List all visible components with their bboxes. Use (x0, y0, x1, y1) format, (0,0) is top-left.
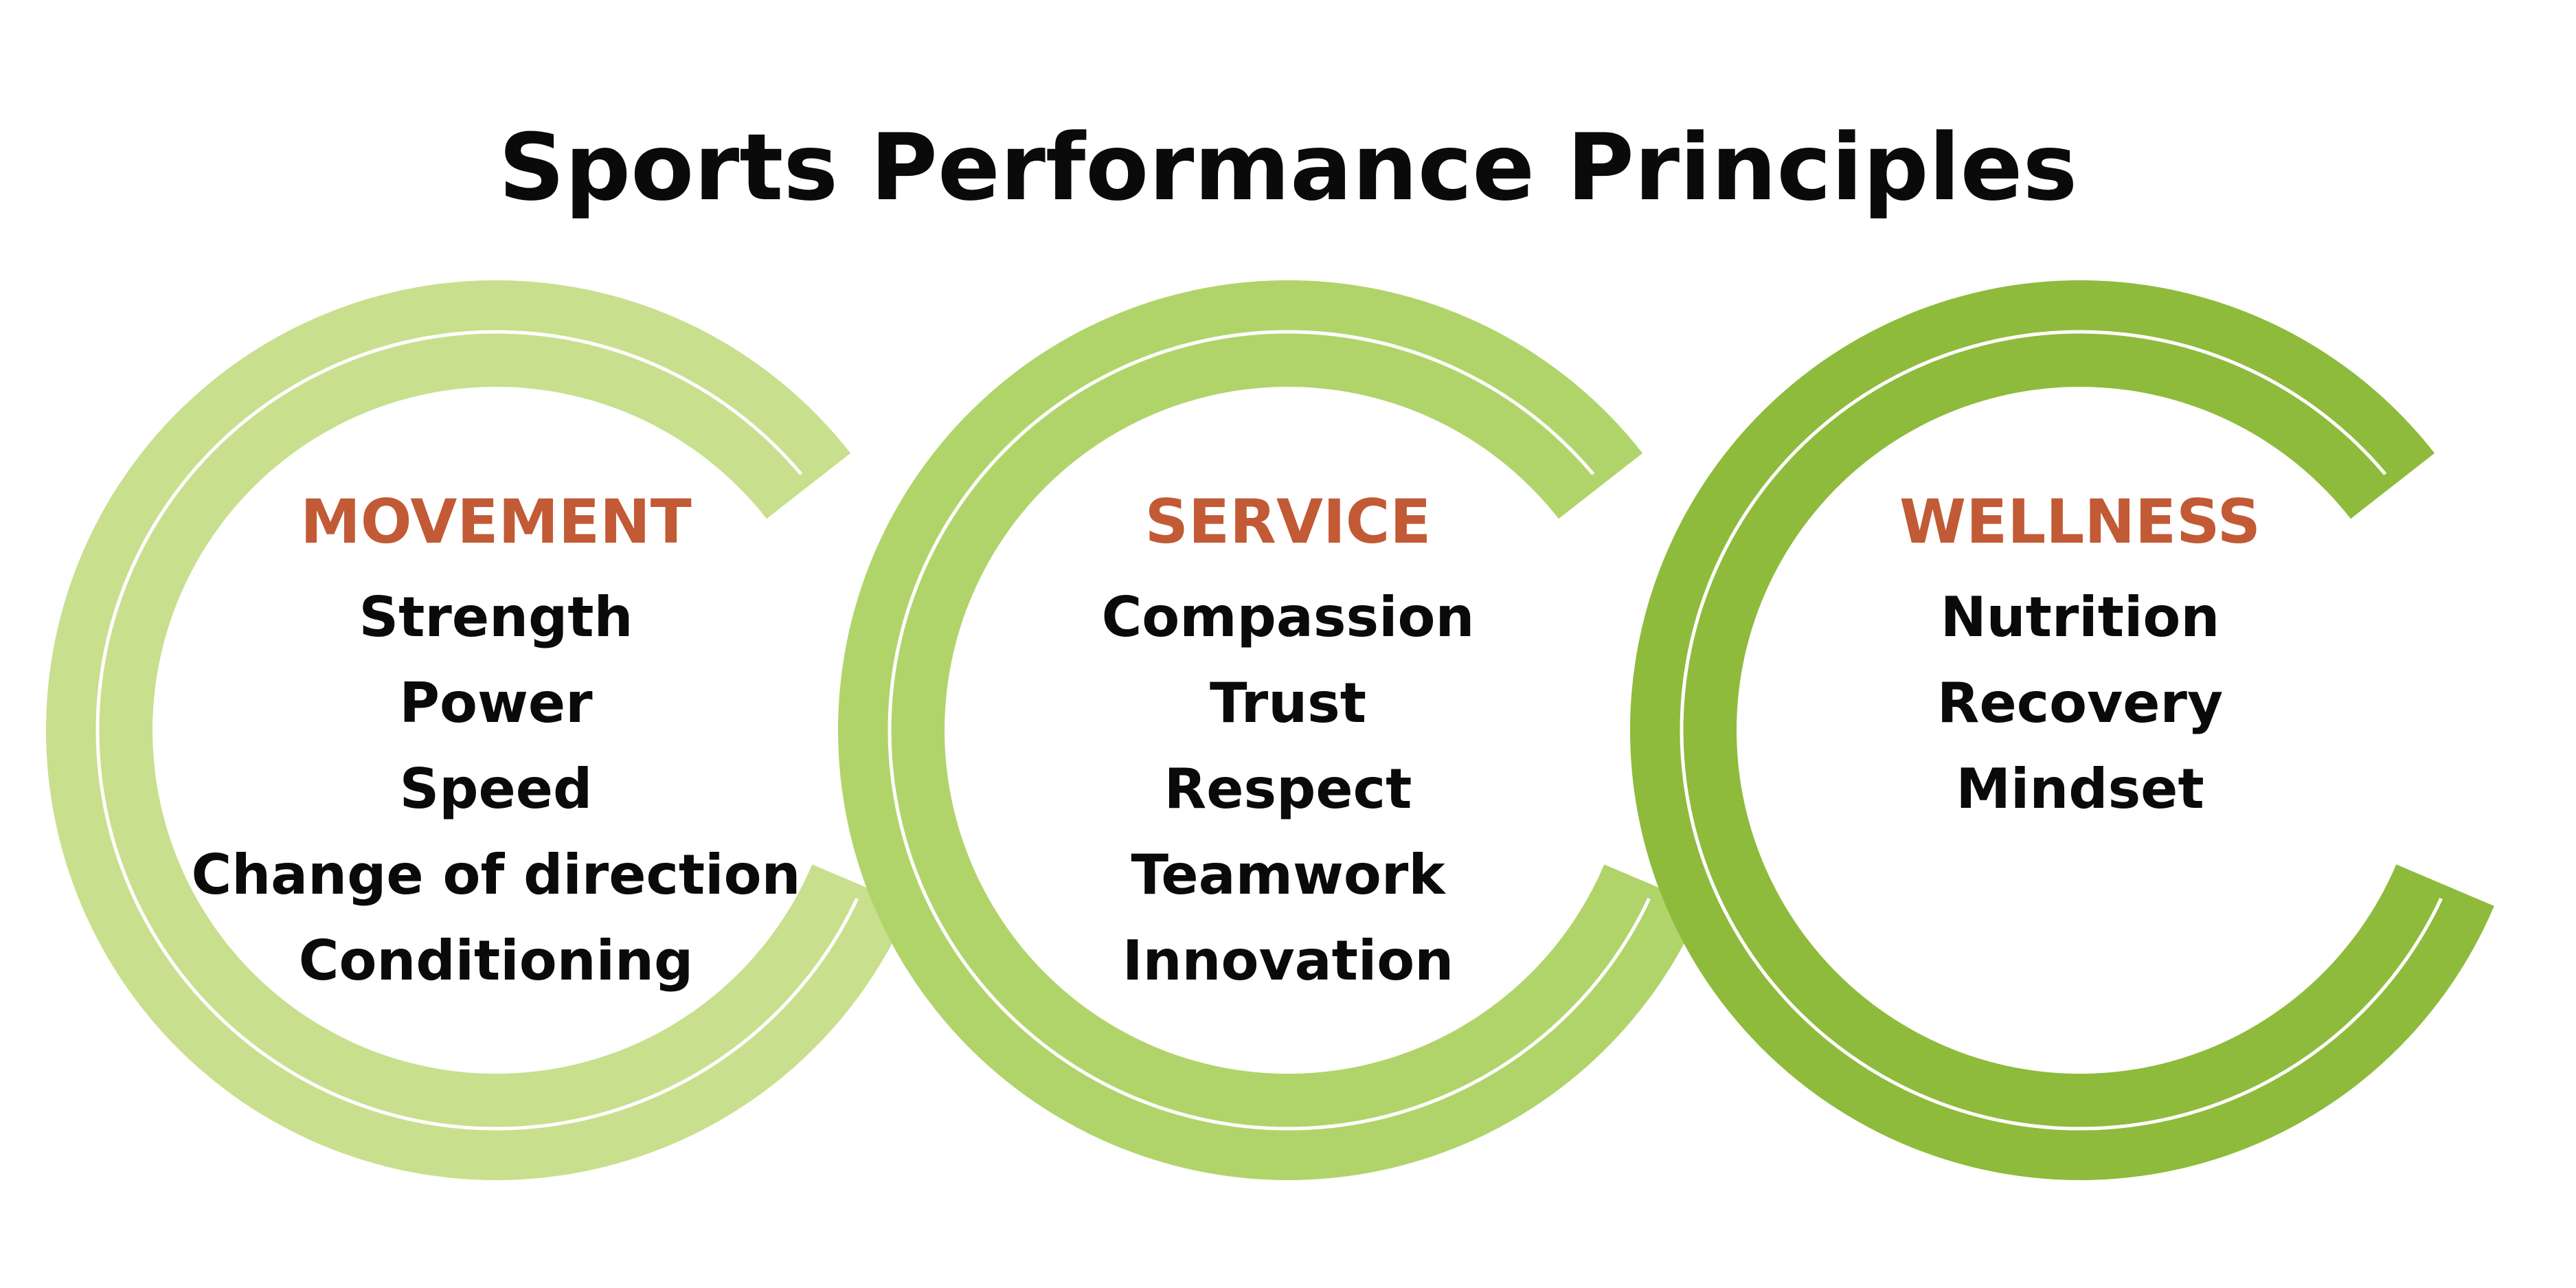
movement-heading: MOVEMENT (300, 486, 692, 557)
wellness-ring-divider (1680, 330, 2443, 1131)
diagram-title: Sports Performance Principles (499, 114, 2078, 221)
movement-item: Conditioning (299, 929, 694, 993)
service-item: Compassion (1102, 585, 1475, 649)
service-item: Respect (1164, 757, 1412, 821)
service-ring-divider (888, 330, 1651, 1131)
wellness-heading: WELLNESS (1899, 486, 2261, 557)
rings-layer (45, 280, 2494, 1180)
movement-item: Speed (400, 757, 593, 821)
service-item: Teamwork (1131, 843, 1446, 907)
wellness-item: Recovery (1937, 671, 2223, 735)
movement-ring-divider (95, 330, 859, 1131)
service-item: Trust (1210, 671, 1366, 735)
wellness-item: Mindset (1956, 757, 2204, 821)
movement-item: Strength (359, 585, 633, 649)
wellness-item: Nutrition (1941, 585, 2220, 649)
movement-item: Power (399, 671, 593, 735)
movement-item: Change of direction (192, 843, 801, 907)
service-heading: SERVICE (1145, 486, 1432, 557)
service-item: Innovation (1122, 929, 1454, 993)
